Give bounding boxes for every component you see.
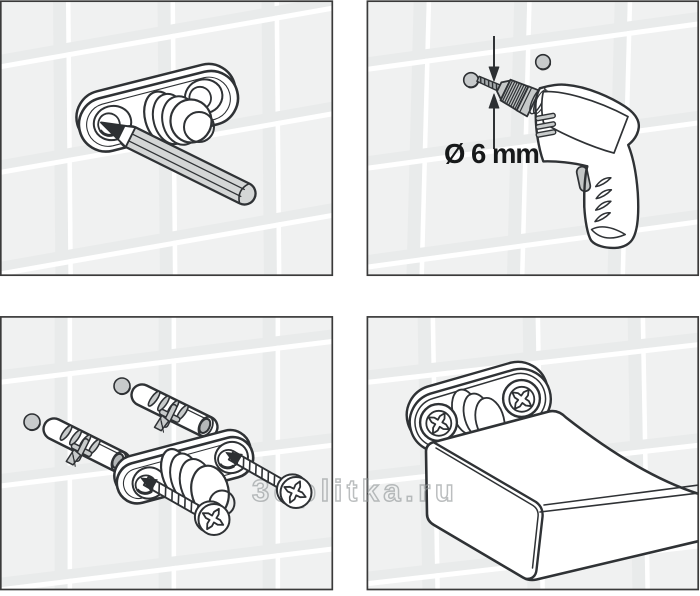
svg-text:Ø 6 mm: Ø 6 mm [444, 138, 539, 169]
